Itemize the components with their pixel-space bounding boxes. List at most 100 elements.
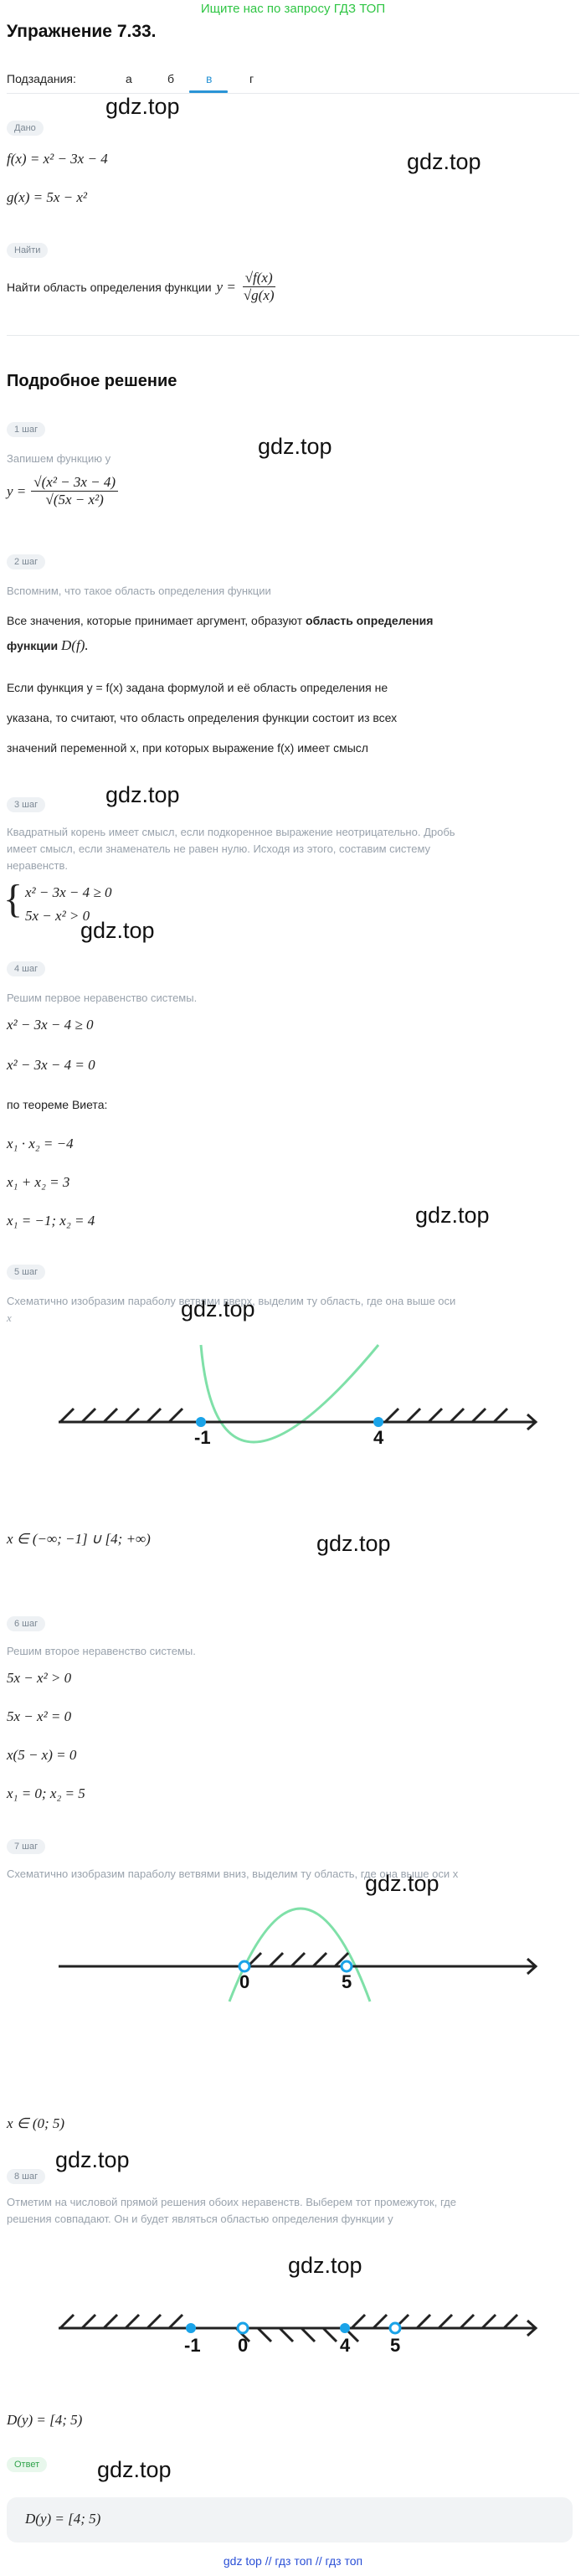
active-tab-indicator <box>189 90 228 93</box>
step1-den: √(5x − x²) <box>45 492 104 507</box>
step5-result: x ∈ (−∞; −1] ∪ [4; +∞) <box>7 1531 151 1547</box>
step2-p1d: D(f). <box>61 637 89 653</box>
step6-l2: 5x − x² = 0 <box>7 1708 72 1724</box>
tab-a[interactable]: а <box>126 72 132 85</box>
tab-v[interactable]: в <box>206 72 213 85</box>
step3-note3: неравенств. <box>7 859 69 872</box>
page-title: Упражнение 7.33. <box>7 22 157 41</box>
step5-note1: Схематично изобразим параболу ветвями вв… <box>7 1295 456 1307</box>
axis-arrow <box>526 1957 538 1976</box>
step4-l5: x₁ + x₂ = 3 <box>7 1174 70 1190</box>
hatch-middle <box>246 1951 350 1968</box>
step1-badge: 1 шаг <box>7 422 46 437</box>
find-lhs: y = <box>216 278 236 295</box>
step7-badge: 7 шаг <box>7 1839 46 1854</box>
point-4 <box>373 1417 383 1427</box>
step1-note: Запишем функцию y <box>7 452 111 465</box>
step2-p1b: область определения <box>306 614 434 627</box>
step4-l6: x₁ = −1; x₂ = 4 <box>7 1213 95 1229</box>
point-0 <box>238 1960 251 1973</box>
step4-l2: x² − 3x − 4 = 0 <box>7 1057 95 1073</box>
tick-label: -1 <box>194 1427 211 1447</box>
number-line-3: -1 0 4 5 <box>59 2313 538 2356</box>
system-brace: { <box>3 877 23 921</box>
point-5 <box>340 1960 353 1973</box>
search-banner[interactable]: Ищите нас по запросу ГДЗ ТОП <box>200 2 386 16</box>
watermark: gdz.top <box>181 1296 255 1321</box>
step4-badge: 4 шаг <box>7 961 46 976</box>
point-5 <box>388 2321 402 2335</box>
parabola-up <box>199 1344 380 1444</box>
watermark: gdz.top <box>407 149 481 174</box>
solution-title: Подробное решение <box>7 372 177 390</box>
hatch-right <box>383 1407 509 1424</box>
step3-badge: 3 шаг <box>7 797 46 812</box>
step2-p1c: функции <box>7 639 59 652</box>
parabola-down <box>228 1907 372 2002</box>
watermark: gdz.top <box>288 2253 362 2278</box>
watermark: gdz.top <box>105 94 180 119</box>
step4-l1: x² − 3x − 4 ≥ 0 <box>7 1017 94 1033</box>
step2-note: Вспомним, что такое область определения … <box>7 585 271 597</box>
watermark: gdz.top <box>258 434 332 459</box>
given-badge: Дано <box>7 121 44 136</box>
step3-note1: Квадратный корень имеет смысл, если подк… <box>7 826 455 838</box>
footer-links[interactable]: gdz top // гдз топ // гдз топ <box>223 2554 363 2568</box>
tabs-divider <box>7 93 579 94</box>
hatch-right <box>350 2313 519 2330</box>
number-line-1: -1 4 <box>59 1344 538 1447</box>
step8-note1: Отметим на числовой прямой решения обоих… <box>7 2196 456 2208</box>
tick-label: 5 <box>390 2335 400 2356</box>
step1-fraction: √(x² − 3x − 4) √(5x − x²) <box>31 474 119 508</box>
watermark: gdz.top <box>365 1871 440 1896</box>
hatch-left <box>59 1407 184 1424</box>
step4-l4: x₁ · x₂ = −4 <box>7 1136 74 1151</box>
step3-note2: имеет смысл, если знаменатель не равен н… <box>7 842 431 855</box>
subtasks-label: Подзадания: <box>7 72 76 85</box>
tick-label: 4 <box>340 2335 351 2356</box>
find-statement: Найти область определения функции y = √f… <box>7 270 277 304</box>
number-line-2: 0 5 <box>59 1907 538 2002</box>
find-den: √g(x) <box>243 287 275 303</box>
tab-g[interactable]: г <box>249 72 254 85</box>
point-0 <box>236 2321 249 2335</box>
step6-note: Решим второе неравенство системы. <box>7 1645 196 1657</box>
find-fraction: √f(x) √g(x) <box>241 270 277 304</box>
point-4 <box>340 2323 350 2333</box>
step2-p4: значений переменной x, при которых выраж… <box>7 741 368 755</box>
watermark: gdz.top <box>80 918 155 943</box>
given-f: f(x) = x² − 3x − 4 <box>7 151 108 167</box>
find-text: Найти область определения функции <box>7 280 212 294</box>
tick-label: 4 <box>373 1427 384 1447</box>
step1-lhs: y = <box>7 482 27 499</box>
tick-label: 5 <box>342 1971 352 1992</box>
step2-p3: указана, то считают, что область определ… <box>7 711 398 724</box>
watermark: gdz.top <box>105 782 180 807</box>
step3-sys2: 5x − x² > 0 <box>25 908 90 924</box>
step6-l1: 5x − x² > 0 <box>7 1670 72 1686</box>
tick-label: -1 <box>184 2335 201 2356</box>
answer-value: D(y) = [4; 5) <box>25 2511 101 2527</box>
point-minus1 <box>186 2323 196 2333</box>
watermark: gdz.top <box>55 2147 130 2172</box>
step1-formula: y = √(x² − 3x − 4) √(5x − x²) <box>7 474 119 508</box>
answer-badge: Ответ <box>7 2457 48 2472</box>
section-divider <box>7 335 579 336</box>
tick-label: 0 <box>239 1971 249 1992</box>
tab-b[interactable]: б <box>167 72 175 85</box>
step4-l3: по теореме Виета: <box>7 1098 108 1111</box>
step5-badge: 5 шаг <box>7 1265 46 1280</box>
watermark: gdz.top <box>415 1203 490 1228</box>
step8-result: D(y) = [4; 5) <box>7 2412 83 2428</box>
step2-badge: 2 шаг <box>7 554 46 569</box>
find-badge: Найти <box>7 243 49 258</box>
step7-note: Схематично изобразим параболу ветвями вн… <box>7 1868 459 1880</box>
find-num: √f(x) <box>242 270 275 287</box>
step2-p2: Если функция y = f(x) задана формулой и … <box>7 681 388 694</box>
point-minus1 <box>196 1417 206 1427</box>
step6-badge: 6 шаг <box>7 1616 46 1631</box>
step7-result: x ∈ (0; 5) <box>7 2115 65 2131</box>
step2-p1a: Все значения, которые принимает аргумент… <box>7 614 303 627</box>
watermark: gdz.top <box>316 1531 391 1556</box>
tick-label: 0 <box>238 2335 248 2356</box>
